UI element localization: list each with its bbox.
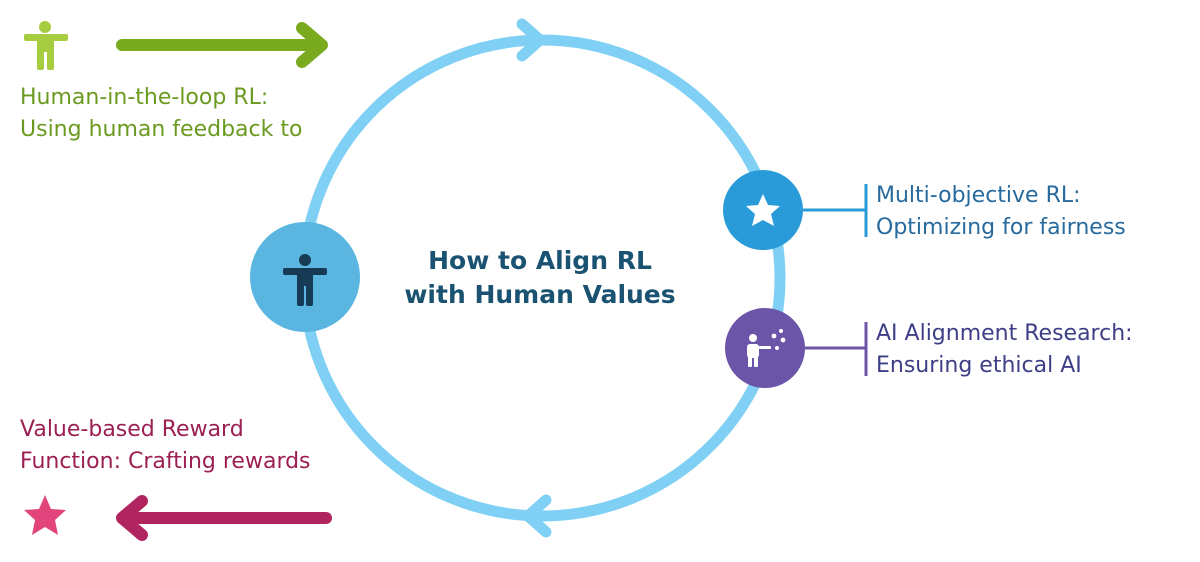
center-title: How to Align RL with Human Values [380, 244, 700, 312]
star-node [723, 170, 803, 250]
star-icon [24, 495, 66, 535]
item-title: Multi-objective RL: [876, 183, 1081, 208]
cycle-arrowhead-top [516, 18, 546, 62]
person-node [250, 222, 360, 332]
magenta-arrow [116, 495, 332, 541]
center-title-line: with Human Values [404, 280, 676, 309]
star-icon [746, 194, 780, 226]
presenter-node [725, 308, 805, 388]
item-description: Optimizing for fairness [876, 215, 1126, 240]
item-description: Ensuring ethical AI [876, 353, 1082, 378]
item-title: AI Alignment Research: [876, 321, 1133, 346]
person-icon [283, 254, 327, 306]
item-label-human-in-the-loop: Human-in-the-loop RL: Using human feedba… [20, 82, 302, 146]
person-icon [24, 21, 68, 70]
item-title: Human-in-the-loop RL: [20, 85, 269, 110]
item-label-multi-objective: Multi-objective RL: Optimizing for fairn… [876, 180, 1126, 244]
item-description: Using human feedback to [20, 117, 303, 142]
item-label-ai-alignment: AI Alignment Research: Ensuring ethical … [876, 318, 1133, 382]
presenter-icon [747, 329, 786, 367]
cycle-arrowhead-bottom [522, 494, 552, 538]
item-title: Value-based Reward [20, 417, 244, 442]
item-description: Function: Crafting rewards [20, 449, 311, 474]
item-label-value-based-reward: Value-based Reward Function: Crafting re… [20, 414, 311, 478]
center-title-line: How to Align RL [428, 246, 652, 275]
green-arrow [116, 22, 328, 68]
